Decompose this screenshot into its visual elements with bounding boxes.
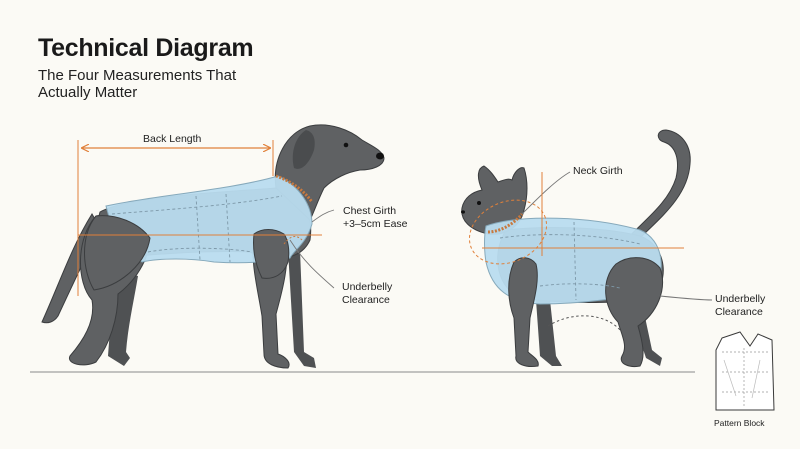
cat-clearance-title: Clearance	[715, 306, 763, 318]
dog-garment-seam	[111, 195, 283, 215]
cat-figure	[461, 129, 691, 367]
page-subtitle: The Four Measurements That Actually Matt…	[38, 67, 237, 101]
cat-underbelly-label: Underbelly Clearance	[715, 293, 765, 319]
pattern-block-sketch	[715, 331, 775, 411]
back-length-label: Back Length	[143, 133, 202, 145]
dog-back-length-measure	[77, 140, 274, 296]
dog-chest-girth-measure	[78, 209, 335, 236]
dog-underbelly-measure	[283, 236, 335, 289]
dog-nose	[376, 152, 384, 160]
chest-girth-label: Chest Girth +3–5cm Ease	[343, 205, 408, 231]
page-title: Technical Diagram	[38, 34, 254, 62]
dog-ear	[292, 130, 315, 169]
cat-tail	[624, 129, 691, 241]
dog-figure	[41, 124, 385, 369]
chest-girth-title: Chest Girth	[343, 205, 397, 217]
dog-clearance-title: Clearance	[342, 294, 390, 306]
cat-underbelly-title: Underbelly	[715, 293, 766, 305]
cat-front-leg-far	[536, 300, 562, 366]
cat-hind-leg-near	[605, 257, 664, 367]
cat-underbelly-measure	[547, 295, 713, 331]
chest-girth-ease: +3–5cm Ease	[343, 218, 408, 230]
cat-front-leg-near	[508, 257, 539, 367]
dog-front-leg-far	[288, 250, 316, 368]
cat-eye	[477, 201, 481, 205]
dog-underbelly-label: Underbelly Clearance	[342, 281, 392, 307]
cat-collar	[487, 213, 524, 234]
pattern-block-label: Pattern Block	[714, 418, 765, 428]
pattern-block-outline	[715, 331, 775, 411]
neck-girth-label: Neck Girth	[573, 165, 623, 177]
cat-nose	[461, 210, 465, 214]
dog-eye	[343, 142, 349, 148]
dog-underbelly-title: Underbelly	[342, 281, 393, 293]
cat-neck-girth-measure	[468, 171, 571, 265]
